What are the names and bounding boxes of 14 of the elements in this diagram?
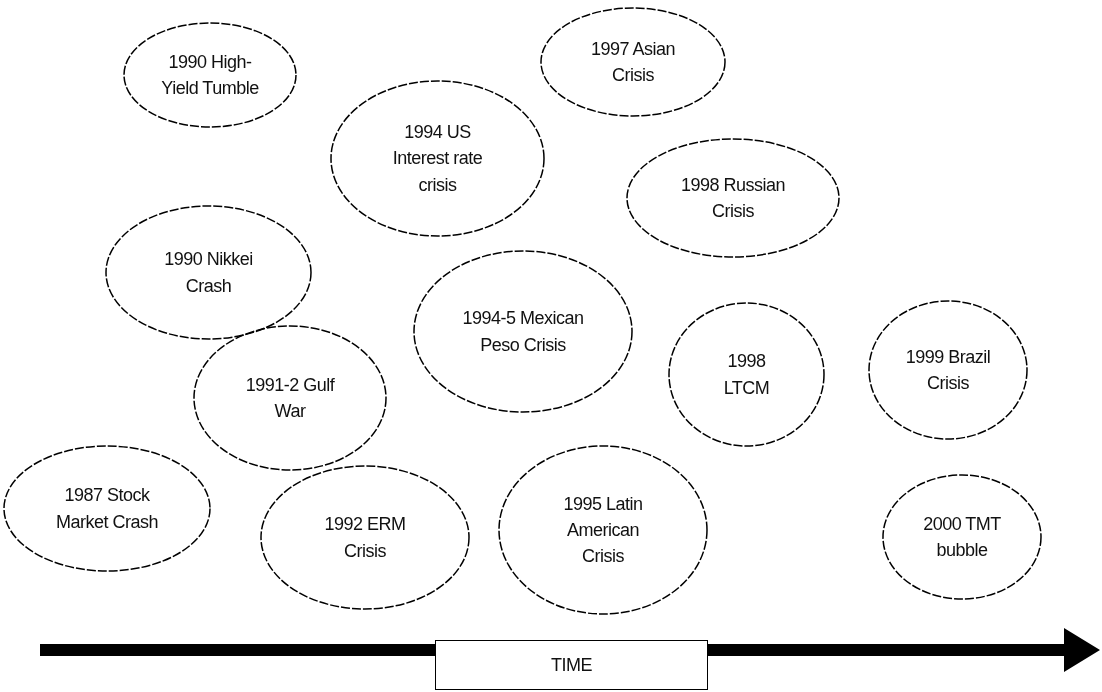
event-label: 1999 Brazil Crisis	[904, 345, 992, 395]
event-label: 1994-5 Mexican Peso Crisis	[461, 307, 585, 357]
axis-label: TIME	[551, 653, 592, 677]
event-label: 1994 US Interest rate crisis	[391, 121, 484, 197]
event-label: 1991-2 Gulf War	[244, 373, 336, 423]
event-label: 1998 LTCM	[722, 350, 771, 400]
event-label: 1997 Asian Crisis	[589, 37, 677, 87]
event-label: 1990 High-Yield Tumble	[160, 50, 260, 100]
event-label: 1990 Nikkei Crash	[163, 248, 254, 298]
event-label: 1998 Russian Crisis	[679, 173, 787, 223]
event-label: 1987 Stock Market Crash	[55, 484, 159, 534]
event-label: 1995 Latin American Crisis	[562, 492, 644, 569]
event-label: 2000 TMT bubble	[922, 512, 1002, 562]
event-label: 1992 ERM Crisis	[323, 513, 407, 563]
